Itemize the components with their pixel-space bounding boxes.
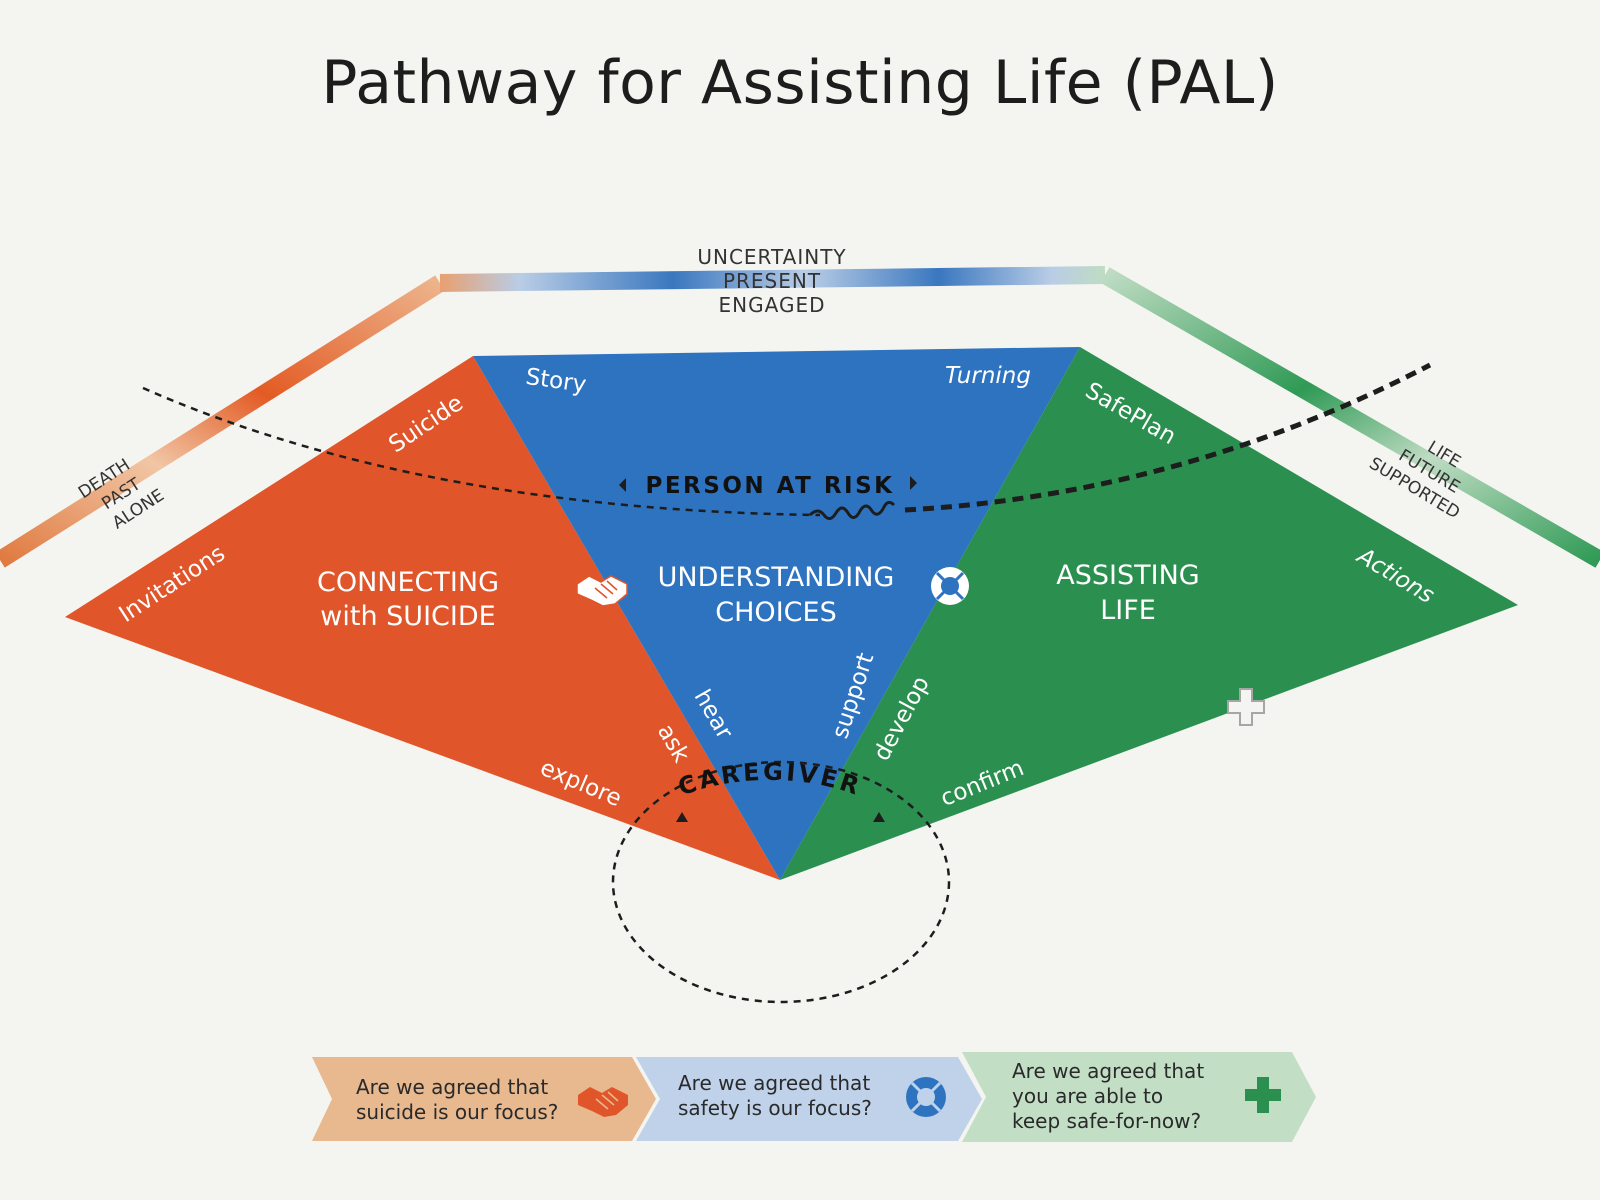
- top-band-line: UNCERTAINTY: [697, 245, 846, 269]
- page-title: Pathway for Assisting Life (PAL): [321, 48, 1279, 118]
- section-heading-line: LIFE: [1100, 595, 1156, 626]
- banner-connecting: [312, 1057, 656, 1141]
- person-at-risk-text: PERSON AT RISK: [645, 473, 894, 499]
- banner-text-understanding: Are we agreed that safety is our focus?: [678, 1071, 872, 1121]
- connecting-heading: CONNECTING with SUICIDE: [317, 567, 499, 632]
- right-arrow-icon: [910, 476, 917, 490]
- banner-text-connecting: Are we agreed that suicide is our focus?: [356, 1075, 558, 1125]
- top-band: [439, 266, 1106, 292]
- caregiver-circle: [611, 760, 951, 1004]
- caregiver-right-arrow-icon: [873, 812, 885, 822]
- lifebuoy-icon: [931, 567, 969, 605]
- banner-assisting: [962, 1052, 1316, 1142]
- section-heading-line: CHOICES: [715, 597, 836, 628]
- plus-icon: [1245, 1077, 1281, 1113]
- left-arrow-icon: [619, 478, 626, 492]
- top-band-line: PRESENT: [723, 269, 821, 293]
- banner-understanding: [636, 1057, 982, 1141]
- banner-line: Are we agreed that: [678, 1071, 871, 1095]
- assisting-heading: ASSISTING LIFE: [1056, 560, 1199, 626]
- understanding-heading: UNDERSTANDING CHOICES: [658, 562, 895, 628]
- handshake-icon: [578, 1087, 628, 1117]
- left-band: [0, 275, 445, 568]
- section-heading-line: with SUICIDE: [320, 601, 495, 632]
- section-heading-line: UNDERSTANDING: [658, 562, 895, 593]
- edge-word-turning: Turning: [945, 363, 1031, 389]
- handshake-icon: [576, 575, 628, 607]
- section-heading-line: CONNECTING: [317, 567, 499, 598]
- banner-line: safety is our focus?: [678, 1096, 872, 1120]
- lifebuoy-icon: [906, 1077, 946, 1117]
- right-band: [1100, 267, 1600, 568]
- person-at-risk-path-right: [904, 362, 1432, 513]
- top-band-line: ENGAGED: [719, 293, 826, 317]
- banner-line: suicide is our focus?: [356, 1100, 559, 1124]
- banner-line: Are we agreed that: [1012, 1059, 1205, 1083]
- person-at-risk-squiggle: [808, 500, 896, 520]
- banner-line: keep safe-for-now?: [1012, 1109, 1202, 1133]
- banner-line: Are we agreed that: [356, 1075, 549, 1099]
- person-at-risk-label: PERSON AT RISK: [619, 473, 917, 499]
- connecting-section: [65, 356, 780, 880]
- assisting-section: [780, 347, 1518, 880]
- plus-icon: [1227, 688, 1265, 726]
- banner-line: you are able to: [1012, 1084, 1164, 1108]
- caregiver-left-arrow-icon: [676, 812, 688, 822]
- top-band-label: UNCERTAINTY PRESENT ENGAGED: [697, 245, 846, 317]
- banner-text-assisting: Are we agreed that you are able to keep …: [1012, 1059, 1204, 1134]
- section-heading-line: ASSISTING: [1056, 560, 1199, 591]
